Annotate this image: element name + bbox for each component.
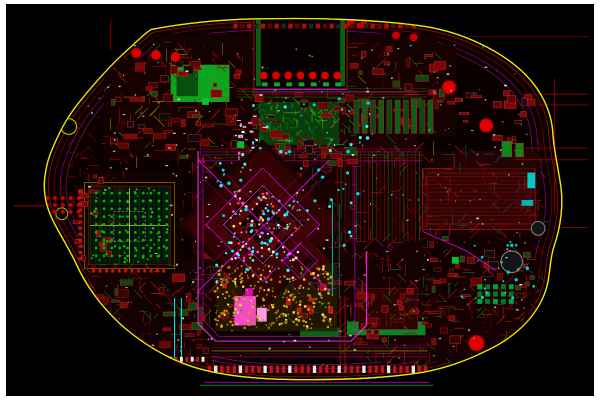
right-green-grid [477, 284, 514, 304]
notch-pads [261, 82, 342, 87]
silkscreen-specks [84, 44, 525, 357]
bga-ball-grid [94, 191, 169, 258]
bus-bottom-band [211, 344, 428, 358]
vias-cyan-right [460, 241, 536, 300]
parts-top-left [110, 60, 242, 163]
module-row [353, 99, 434, 134]
board-outline-top [43, 17, 563, 381]
bga-left-pins [78, 190, 83, 260]
notch-pin-circles [259, 71, 342, 80]
vias-cyan-top [251, 97, 370, 154]
vias-green-bga [92, 186, 166, 265]
traces-right [414, 140, 550, 325]
bga-bottom-pins [92, 268, 166, 273]
pcb-svg [13, 17, 589, 386]
vias-cyan-center [215, 151, 360, 284]
gold-pad-field [213, 265, 334, 330]
top-edge-pads [233, 23, 417, 29]
dimension-lines [13, 19, 589, 386]
vias-gray [86, 43, 529, 367]
pcb-layers [13, 17, 589, 386]
bus-right-block [425, 172, 532, 224]
bottom-connector-pads [207, 365, 428, 373]
parts-bottom-right [355, 288, 461, 346]
pcb-canvas[interactable] [6, 4, 594, 396]
